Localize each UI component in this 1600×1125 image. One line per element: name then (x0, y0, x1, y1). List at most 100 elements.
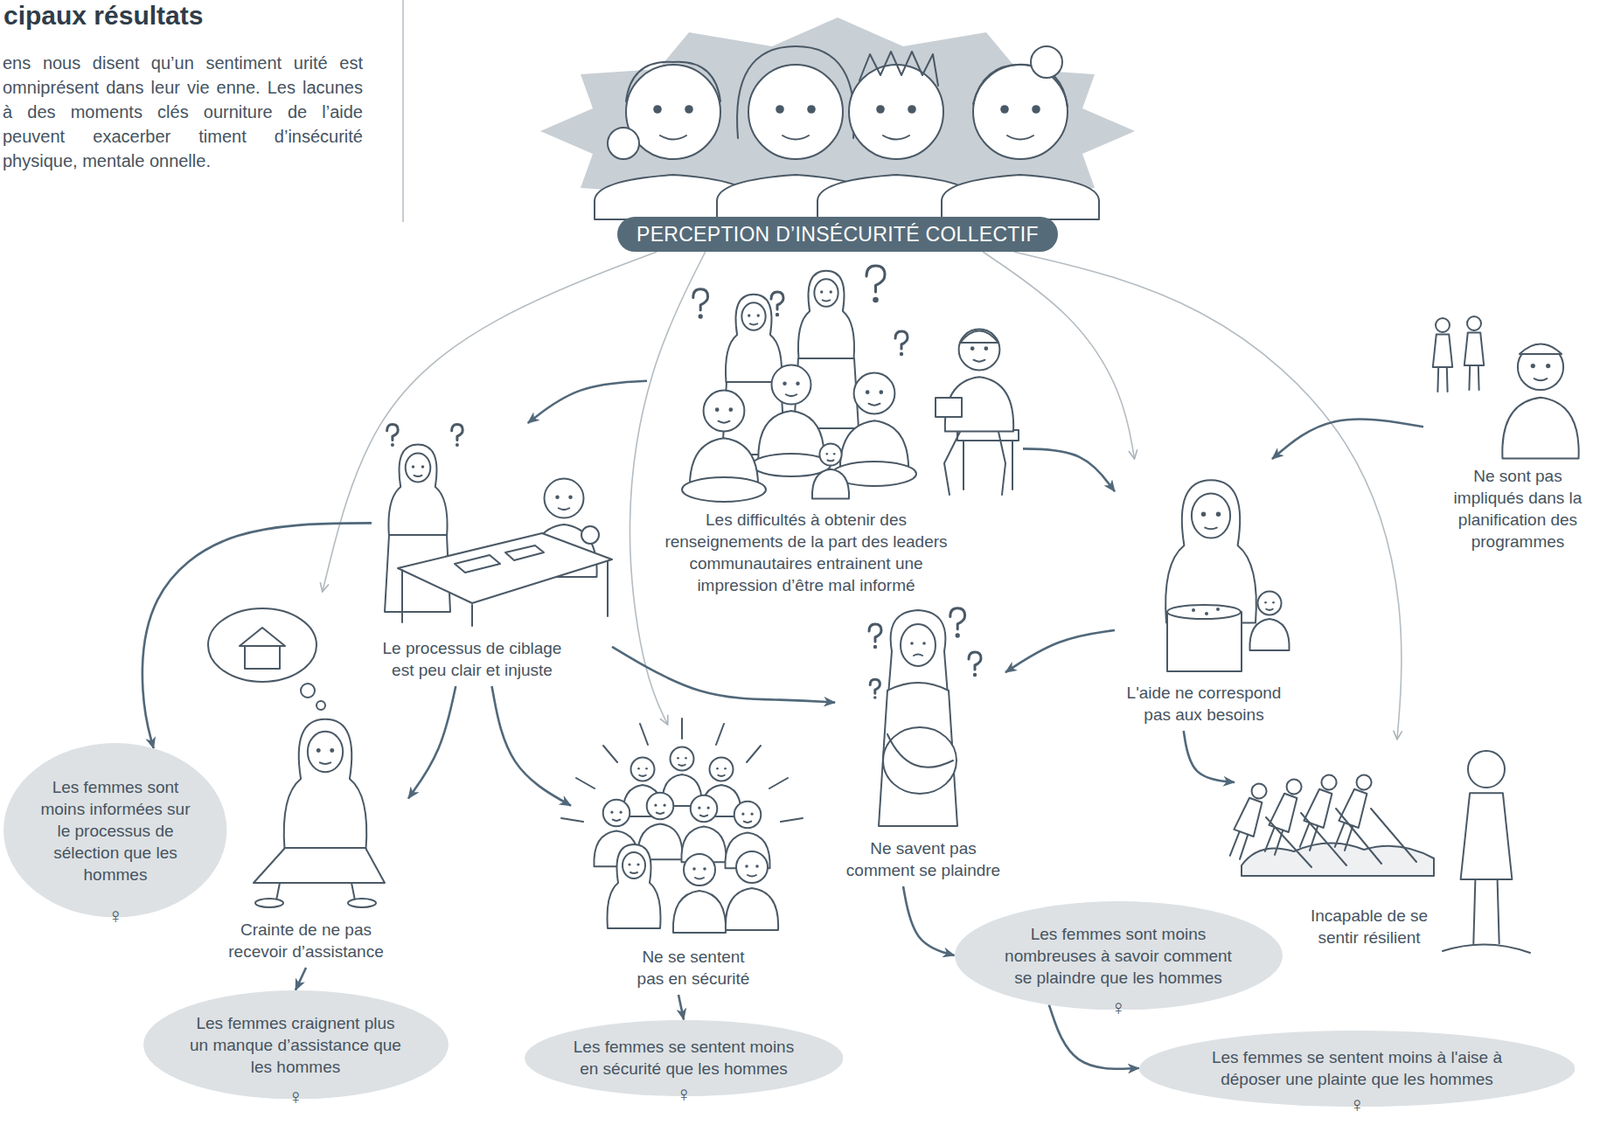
baby (812, 443, 849, 499)
female-symbol: ♀ (524, 1082, 844, 1107)
band-text: PERCEPTION D’INSÉCURITÉ COLLECTIF (636, 222, 1039, 247)
text-slot: Le processus de ciblage est peu clair et… (371, 637, 573, 682)
crowd-person (725, 851, 779, 931)
text-slot: Les femmes sont moins informées sur le p… (37, 776, 194, 886)
mother (1165, 480, 1257, 623)
thought-dot (300, 683, 315, 698)
farmer (1259, 776, 1307, 857)
roof (239, 627, 286, 647)
text-slot: Ne se sentent pas en sécurité (627, 946, 759, 990)
grain (1204, 612, 1209, 616)
flow-arrow (1272, 419, 1424, 460)
text-slot: Les femmes se sentent moins en sécurité … (569, 1036, 799, 1080)
caption-node: Ne se sentent pas en sécurité (570, 724, 787, 995)
cap (960, 331, 999, 344)
belly (883, 727, 957, 794)
foot (347, 898, 376, 908)
divider-rule (402, 0, 404, 223)
caption-node: Les difficultés à obtenir des renseignem… (646, 262, 1023, 602)
sack-opening (1167, 605, 1241, 620)
female-symbol: ♀ (1139, 1092, 1576, 1118)
crowd-person (673, 854, 726, 933)
crowd-person (681, 795, 726, 863)
flow-arrow (903, 886, 955, 956)
caption-text: Incapable de se sentir résilient (1293, 904, 1447, 949)
question-mark (968, 652, 981, 677)
thought-bubble (208, 608, 317, 682)
ellipse-fill (143, 990, 449, 1100)
ellipse-fill (954, 901, 1283, 1011)
ponytail (607, 127, 640, 160)
flow-arrow (1183, 730, 1235, 783)
question-mark (387, 424, 399, 447)
title-band: PERCEPTION D’INSÉCURITÉ COLLECTIF (617, 216, 1058, 252)
table-legs (402, 561, 608, 627)
baby (1249, 591, 1289, 652)
house (244, 644, 280, 669)
intro-paragraph: ens nous disent qu’un sentiment urité es… (2, 50, 363, 174)
flow-arrow (678, 994, 684, 1021)
flow-arrow (492, 686, 572, 807)
guide-arrow (1013, 251, 1402, 740)
heading: cipaux résultats (3, 0, 203, 32)
caption-text: Ne se sentent pas en sécurité (627, 946, 759, 990)
caption-node: Crainte de ne pas recevoir d’assistance (203, 591, 409, 968)
staff-figure (1433, 318, 1453, 392)
skirt (253, 848, 385, 884)
flow-arrow (612, 646, 835, 703)
flow-arrow (1005, 630, 1115, 673)
ground-line (1442, 944, 1531, 954)
question-mark (950, 608, 966, 639)
confused-woman-scene (869, 608, 981, 827)
community-group-scene (681, 265, 1019, 502)
finding-ellipse: Les femmes se sentent moins à l'aise à d… (1139, 1030, 1576, 1118)
face (941, 46, 1100, 220)
book (935, 397, 962, 418)
seated-person (758, 365, 824, 465)
question-mark (693, 289, 709, 320)
guide-arrow (982, 251, 1134, 460)
farmer (1329, 772, 1377, 853)
hair (626, 62, 721, 102)
text-slot: ♀ (1139, 1092, 1576, 1118)
standing-woman (725, 294, 782, 383)
face (900, 624, 936, 667)
planning-scene (1433, 316, 1580, 459)
bun (1030, 46, 1063, 78)
paper (454, 555, 501, 573)
hoes (1266, 808, 1417, 868)
flow-arrow (295, 967, 307, 991)
caption-text: L'aide ne correspond pas aux besoins (1116, 681, 1292, 726)
ellipse-fill (3, 743, 227, 919)
farming-scene (1224, 751, 1531, 954)
finding-text: Les femmes se sentent moins en sécurité … (569, 1036, 799, 1080)
question-mark (895, 331, 908, 356)
female-symbol: ♀ (3, 904, 227, 929)
guide-arrow (322, 251, 658, 592)
text-slot: ♀ (524, 1082, 844, 1107)
text-slot: Incapable de se sentir résilient (1293, 904, 1447, 949)
flow-arrow (1022, 448, 1115, 492)
crossed-legs (751, 453, 831, 477)
question-mark (771, 292, 784, 317)
caption-node: Incapable de se sentir résilient (1234, 739, 1531, 954)
female-symbol: ♀ (954, 995, 1283, 1021)
table (397, 533, 613, 604)
question-mark (452, 424, 464, 447)
braids (859, 51, 939, 86)
caption-node: Le processus de ciblage est peu clair et… (371, 423, 613, 687)
text-slot: Les femmes craignent plus un manque d’as… (186, 1012, 405, 1079)
face-bust (941, 64, 1100, 220)
caption-text: Ne sont pas impliqués dans la planificat… (1452, 465, 1584, 553)
standing-woman (1460, 751, 1513, 945)
finding-text: Les femmes se sentent moins à l'aise à d… (1197, 1046, 1517, 1091)
question-mark (869, 679, 880, 700)
caption-text: Le processus de ciblage est peu clair et… (371, 637, 573, 682)
foot (255, 898, 284, 908)
eye (922, 641, 926, 646)
finding-ellipse: Les femmes sont moins nombreuses à savoi… (954, 901, 1283, 1022)
crowd-woman (607, 844, 661, 929)
worried-woman (284, 719, 368, 850)
text-slot: PERCEPTION D’INSÉCURITÉ COLLECTIF (636, 222, 1039, 247)
